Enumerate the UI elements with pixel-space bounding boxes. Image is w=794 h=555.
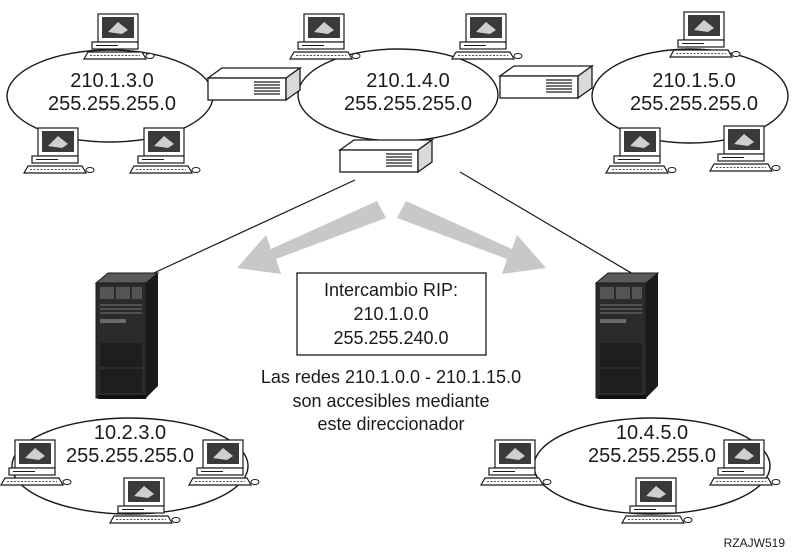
server-icon	[95, 272, 159, 400]
router-icon	[339, 139, 433, 173]
workstation-icon	[23, 127, 95, 174]
link-router-server-left	[129, 179, 356, 285]
workstation-icon	[621, 477, 693, 524]
rip-arrow-left	[237, 201, 386, 274]
network-address: 210.1.4.0	[366, 70, 449, 92]
workstation-icon	[669, 11, 741, 58]
rip-exchange-box	[296, 272, 487, 356]
workstation-icon	[188, 439, 260, 486]
network-address: 210.1.5.0	[652, 70, 735, 92]
rip-title: Intercambio RIP:	[324, 280, 458, 300]
workstation-icon	[709, 125, 781, 172]
rip-address: 210.1.0.0	[353, 304, 428, 324]
link-router-server-right	[459, 171, 651, 285]
rip-arrow-right	[397, 201, 546, 274]
network-mask: 255.255.255.0	[344, 93, 472, 115]
workstation-icon	[129, 127, 201, 174]
workstation-icon	[480, 439, 552, 486]
workstation-icon	[451, 13, 523, 60]
network-mask: 255.255.255.0	[588, 445, 716, 467]
rip-mask: 255.255.240.0	[333, 328, 448, 348]
network-address: 210.1.3.0	[70, 70, 153, 92]
workstation-icon	[0, 439, 72, 486]
network-ring-10-2-3-0	[11, 417, 249, 515]
workstation-icon	[109, 477, 181, 524]
network-mask: 255.255.255.0	[630, 93, 758, 115]
network-ring-210-1-5-0	[591, 48, 789, 144]
workstation-icon	[289, 13, 361, 60]
network-address: 10.2.3.0	[94, 422, 166, 444]
network-mask: 255.255.255.0	[48, 93, 176, 115]
caption-line-3: este direccionador	[317, 414, 464, 434]
network-address: 10.4.5.0	[616, 422, 688, 444]
caption-line-2: son accesibles mediante	[292, 391, 489, 411]
caption-line-1: Las redes 210.1.0.0 - 210.1.15.0	[261, 367, 521, 387]
network-mask: 255.255.255.0	[66, 445, 194, 467]
router-icon	[499, 65, 593, 99]
server-icon	[595, 272, 659, 400]
figure-id: RZAJW519	[724, 536, 786, 550]
workstation-icon	[605, 127, 677, 174]
router-icon	[207, 67, 301, 101]
